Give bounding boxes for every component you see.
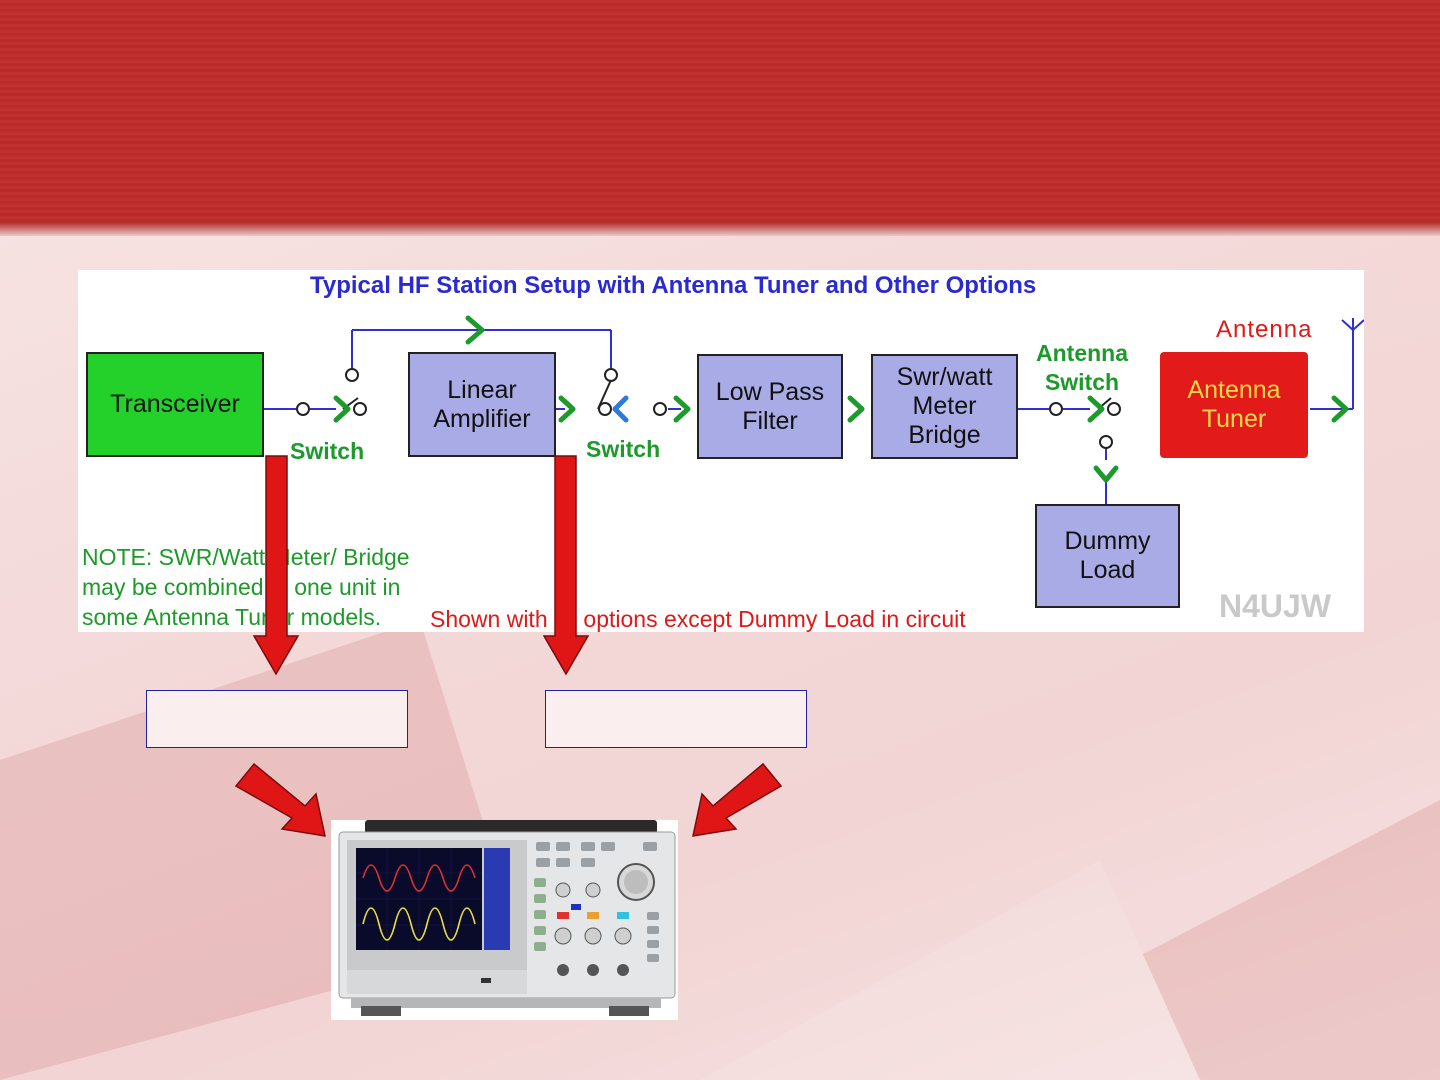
hf-station-diagram: Typical HF Station Setup with Antenna Tu… — [78, 270, 1364, 632]
down-arrow-left — [252, 455, 300, 676]
switch-2-contact-out — [653, 402, 667, 416]
switch-1-label: Switch — [290, 438, 365, 464]
oscilloscope-image — [331, 820, 678, 1020]
diagonal-arrow-left — [234, 762, 326, 837]
switch-1-contact-in — [296, 402, 310, 416]
label-box-left — [146, 690, 408, 748]
switch-2-label: Switch — [586, 436, 661, 462]
down-arrow-right — [542, 455, 590, 676]
dummy-load-box: Dummy Load — [1035, 504, 1180, 608]
diagram-title: Typical HF Station Setup with Antenna Tu… — [310, 272, 1037, 299]
oscilloscope-icon — [338, 820, 676, 1016]
header-banner — [0, 0, 1440, 232]
antenna-switch-contact-out — [1107, 402, 1121, 416]
swr-meter-bridge-box: Swr/watt Meter Bridge — [871, 354, 1018, 459]
label-box-right — [545, 690, 807, 748]
linear-amplifier-box: Linear Amplifier — [408, 352, 556, 457]
antenna-switch-label: Antenna Switch — [1036, 340, 1128, 395]
low-pass-filter-box: Low Pass Filter — [697, 354, 843, 459]
header-banner-shadow — [0, 222, 1440, 236]
antenna-tuner-box: Antenna Tuner — [1160, 352, 1308, 458]
antenna-switch-contact-in — [1049, 402, 1063, 416]
switch-1-contact-top — [345, 368, 359, 382]
diagonal-arrow-right — [692, 762, 783, 837]
diagram-wiring — [263, 315, 1364, 504]
antenna-label: Antenna — [1216, 316, 1313, 343]
shown-with-text: Shown with all options except Dummy Load… — [430, 606, 966, 632]
transceiver-box: Transceiver — [86, 352, 264, 457]
antenna-switch-contact-down — [1099, 435, 1113, 449]
switch-1-contact-out — [353, 402, 367, 416]
author-signature: N4UJW — [1219, 588, 1332, 624]
